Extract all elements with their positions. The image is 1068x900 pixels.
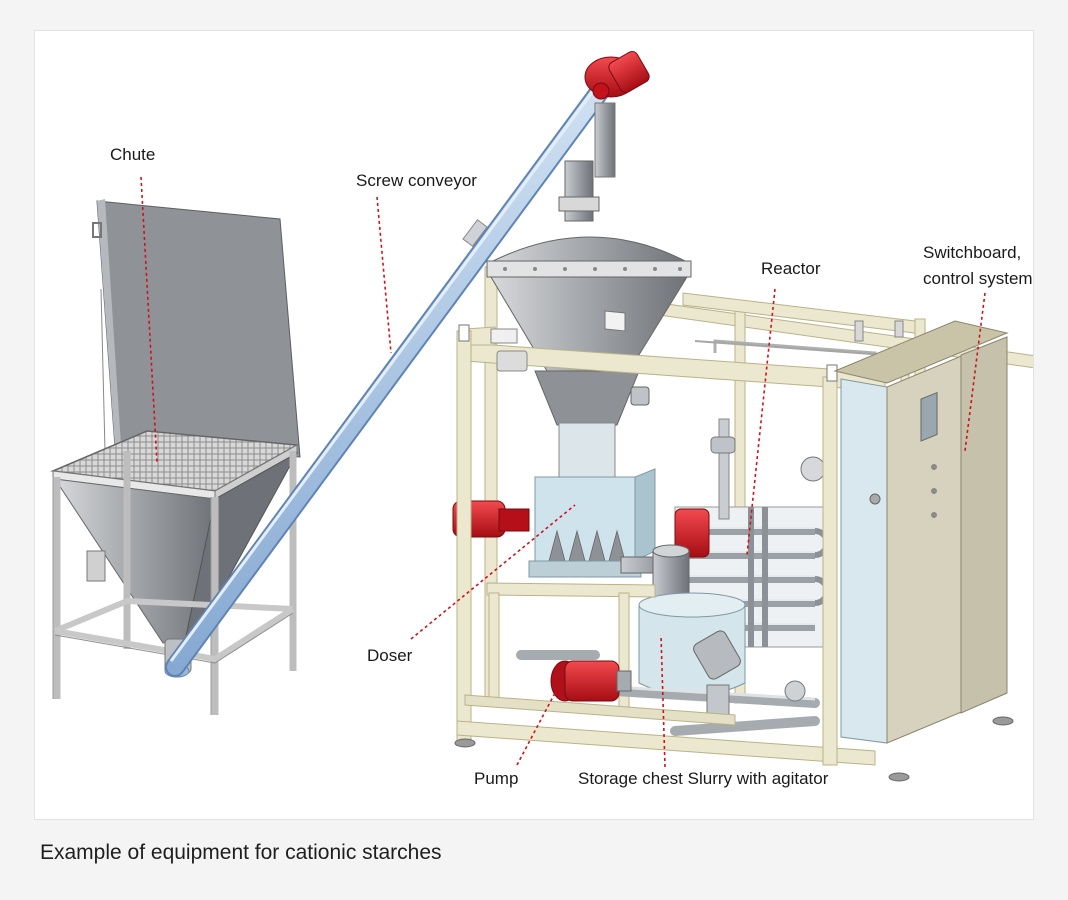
leader-pump (516, 692, 556, 766)
screw-conveyor (165, 50, 650, 677)
figure-panel: Chute Screw conveyor Reactor Switchboard… (34, 30, 1034, 820)
chute-assembly (50, 199, 301, 715)
figure-caption: Example of equipment for cationic starch… (40, 841, 442, 864)
switchboard-cabinet (833, 320, 1009, 744)
conveyor-drive-motor (584, 50, 650, 100)
leader-reactor (746, 288, 776, 556)
doser-unit (452, 468, 688, 578)
label-storage-chest: Storage chest Slurry with agitator (578, 769, 829, 788)
leader-storage-chest (660, 634, 666, 768)
skid-frame-front (454, 324, 1014, 782)
doser-hopper (486, 160, 692, 478)
leader-doser (410, 504, 576, 640)
leader-switchboard (964, 292, 986, 452)
pump-unit (550, 660, 632, 702)
label-switchboard-line2: control system (923, 269, 1033, 288)
label-switchboard-line1: Switchboard, (923, 243, 1022, 262)
label-reactor: Reactor (761, 259, 821, 278)
label-doser: Doser (367, 646, 413, 665)
leader-lines (140, 176, 986, 768)
label-chute: Chute (110, 145, 156, 164)
label-screw-conveyor: Screw conveyor (356, 171, 477, 190)
leader-screw-conveyor (376, 196, 392, 354)
equipment-diagram (50, 50, 1033, 782)
label-pump: Pump (474, 769, 519, 788)
lower-piping (486, 582, 820, 736)
chute-lid (96, 200, 301, 458)
